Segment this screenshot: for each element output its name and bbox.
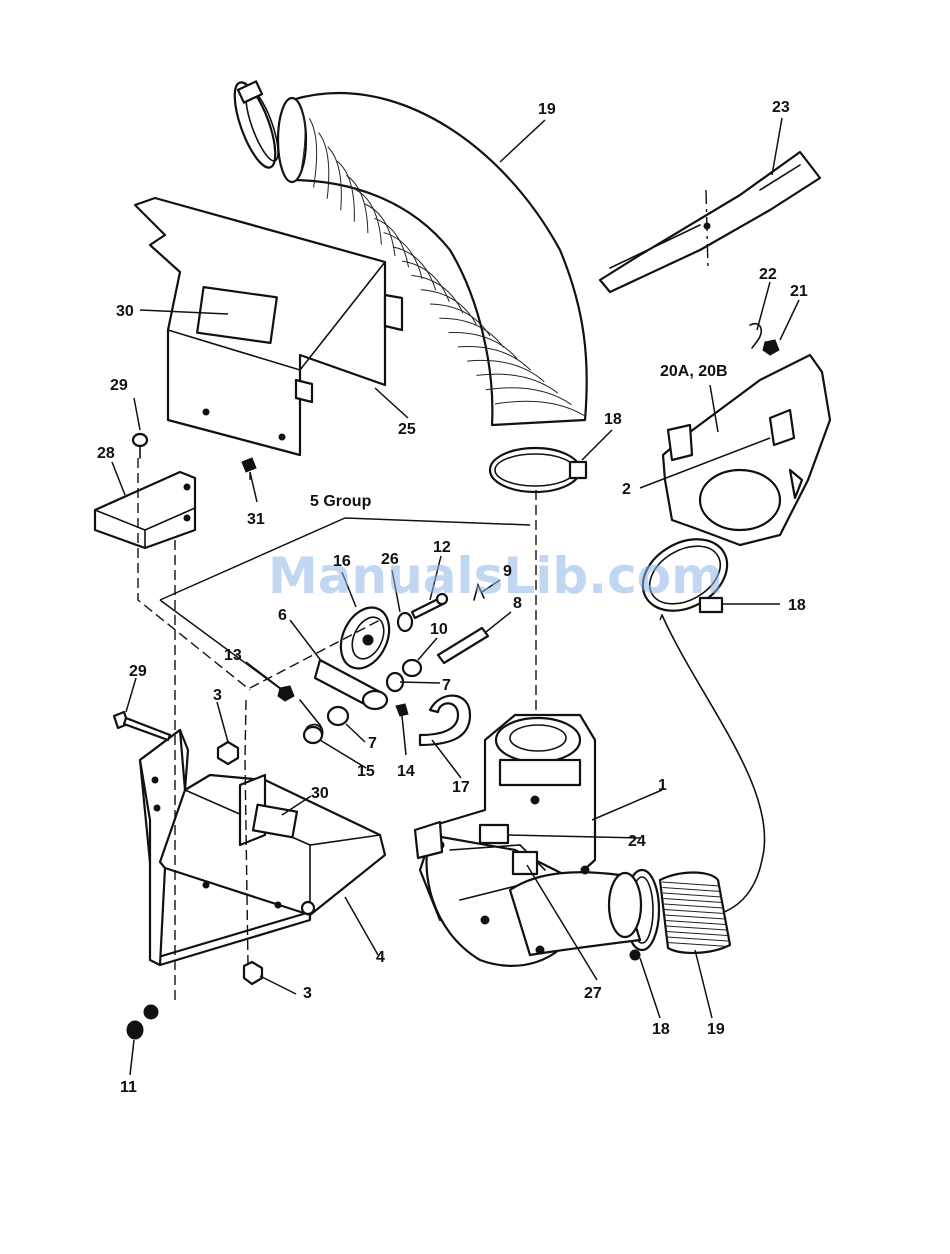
callout-17: 17 — [452, 779, 470, 796]
spacer-10 — [403, 660, 421, 676]
callout-29-lower: 29 — [129, 663, 147, 680]
callout-3-lower: 3 — [303, 985, 312, 1002]
hose-rib — [393, 247, 436, 290]
decal-upper — [197, 287, 277, 343]
lower-hose — [660, 615, 765, 953]
blower-housing — [415, 715, 641, 966]
callout-29-upper: 29 — [110, 377, 128, 394]
callout-30-upper: 30 — [116, 303, 134, 320]
decal-27 — [513, 852, 537, 874]
callout-16: 16 — [333, 553, 351, 570]
callout-2: 2 — [622, 481, 631, 498]
callout-20a-20b: 20A, 20B — [660, 363, 728, 380]
idler-pulley — [332, 600, 399, 677]
callout-31: 31 — [247, 511, 265, 528]
callout-8: 8 — [513, 595, 522, 612]
blower-housing-cover — [663, 355, 830, 545]
callout-6: 6 — [278, 607, 287, 624]
callout-21: 21 — [790, 283, 808, 300]
callout-18-right: 18 — [788, 597, 806, 614]
callout-18-upper: 18 — [604, 411, 622, 428]
hose-rib — [356, 190, 382, 245]
washer-26 — [398, 613, 412, 631]
nut-3-upper — [218, 742, 238, 764]
callout-3-upper: 3 — [213, 687, 222, 704]
belt-guide-17 — [420, 696, 470, 745]
nut-11 — [127, 1005, 158, 1039]
nut-3-lower — [244, 962, 262, 984]
nut-21 — [763, 340, 779, 355]
bolt-31 — [242, 458, 256, 472]
callout-7-upper: 7 — [442, 677, 451, 694]
callout-5-group: 5 Group — [310, 493, 372, 510]
callout-19-lower: 19 — [707, 1021, 725, 1038]
hose-clamp-upper — [490, 448, 586, 492]
cover-plate — [135, 198, 402, 455]
washer-15 — [304, 727, 322, 743]
bushing-7-lower — [328, 707, 348, 725]
callout-13: 13 — [224, 647, 242, 664]
callout-18-lower: 18 — [652, 1021, 670, 1038]
callout-19-upper: 19 — [538, 101, 556, 118]
callout-24: 24 — [628, 833, 646, 850]
callout-11: 11 — [120, 1079, 137, 1096]
bolt-29-upper — [133, 434, 147, 458]
callout-4: 4 — [376, 949, 385, 966]
callout-1: 1 — [658, 777, 667, 794]
callout-15: 15 — [357, 763, 375, 780]
hose-rib — [384, 233, 423, 279]
callout-30-lower: 30 — [311, 785, 329, 802]
callout-27: 27 — [584, 985, 602, 1002]
callout-22: 22 — [759, 266, 777, 283]
callout-10: 10 — [430, 621, 448, 638]
upper-hose-clamp — [226, 78, 284, 172]
bolt-29-lower — [114, 712, 170, 740]
hose-rib — [402, 261, 449, 302]
callout-7-lower: 7 — [368, 735, 377, 752]
callout-25: 25 — [398, 421, 416, 438]
callout-12: 12 — [433, 539, 451, 556]
bolt-14 — [396, 704, 408, 716]
mower-blade — [600, 152, 820, 292]
cotter-pin-22 — [750, 324, 761, 348]
callout-23: 23 — [772, 99, 790, 116]
callout-26: 26 — [381, 551, 399, 568]
callout-28: 28 — [97, 445, 115, 462]
decal-24 — [480, 825, 508, 843]
mounting-bracket — [140, 730, 385, 965]
bracket-28 — [95, 472, 195, 548]
callout-14: 14 — [397, 763, 415, 780]
callout-9: 9 — [503, 563, 512, 580]
hose-rib — [421, 290, 477, 325]
